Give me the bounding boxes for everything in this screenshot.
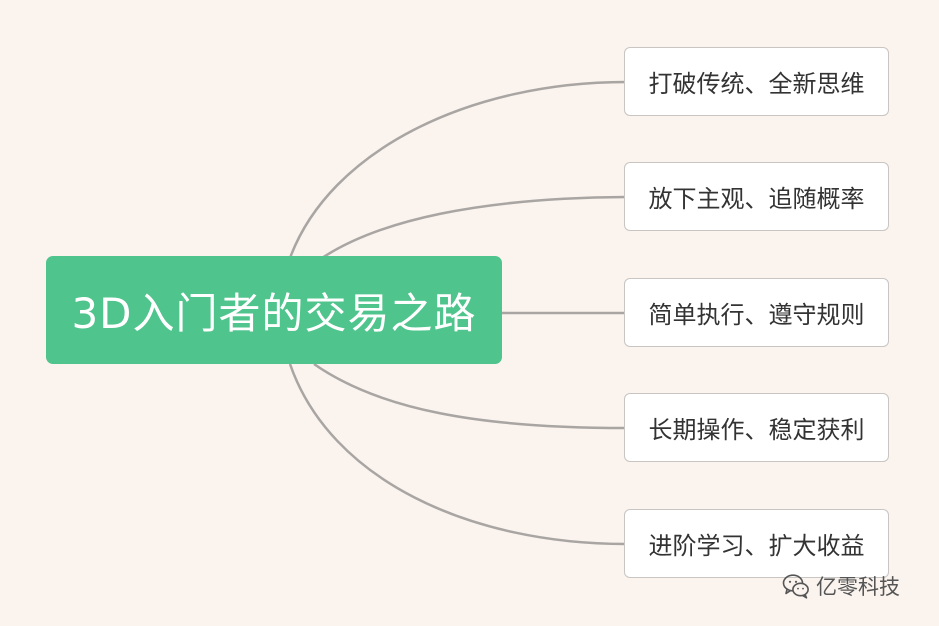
branch-label-1: 打破传统、全新思维: [648, 70, 865, 98]
branch-node-1[interactable]: 打破传统、全新思维: [624, 47, 889, 116]
root-topic-node[interactable]: 3D入门者的交易之路: [46, 256, 502, 364]
connector-branch-1: [288, 80, 627, 259]
watermark-text: 亿零科技: [816, 575, 900, 599]
branch-node-3[interactable]: 简单执行、遵守规则: [624, 278, 889, 347]
branch-label-2: 放下主观、追随概率: [648, 185, 865, 213]
branch-node-4[interactable]: 长期操作、稳定获利: [624, 393, 889, 462]
watermark: 亿零科技: [782, 570, 900, 602]
branch-label-3: 简单执行、遵守规则: [648, 301, 865, 329]
wechat-icon: [782, 574, 809, 599]
connector-branch-2: [321, 195, 627, 260]
branch-label-4: 长期操作、稳定获利: [648, 416, 865, 444]
branch-label-5: 进阶学习、扩大收益: [648, 532, 865, 560]
branch-node-5[interactable]: 进阶学习、扩大收益: [624, 509, 889, 578]
connector-branch-4: [313, 362, 627, 430]
connector-branch-5: [288, 363, 627, 546]
root-topic-label: 3D入门者的交易之路: [71, 288, 477, 338]
branch-node-2[interactable]: 放下主观、追随概率: [624, 162, 889, 231]
